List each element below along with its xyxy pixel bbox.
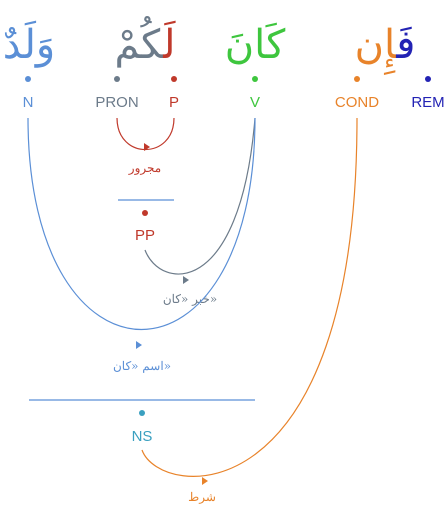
word-fain-prefix: فَ <box>395 22 415 68</box>
tag-pp: PP <box>135 227 155 244</box>
word-fain-suffix: إِن <box>355 22 397 76</box>
word-fain: فَإِن <box>355 22 416 76</box>
word-kana: كَانَ <box>225 22 287 68</box>
word-lakum-suffix: كُمْ <box>115 16 165 68</box>
arrowhead-khabar <box>183 276 189 284</box>
arrowhead-majrur <box>144 143 150 151</box>
node-dot-cond <box>354 76 360 82</box>
arc-khabar <box>144 117 256 275</box>
arc-ism <box>27 117 256 330</box>
relation-shart: شرط <box>188 490 216 504</box>
relation-majrur: مجرور <box>128 161 161 175</box>
tag-cond: COND <box>335 94 379 111</box>
tag-ns: NS <box>132 428 153 445</box>
tag-v: V <box>250 94 260 111</box>
arc-shart <box>141 117 358 477</box>
tag-n: N <box>23 94 34 111</box>
node-dot-pron <box>114 76 120 82</box>
tag-p: P <box>169 94 179 111</box>
tag-rem: REM <box>411 94 444 111</box>
node-dot-v <box>252 76 258 82</box>
arrowhead-shart <box>202 477 208 485</box>
node-dot-rem <box>425 76 431 82</box>
word-lakum: لَكُمْ <box>115 16 176 68</box>
tag-pron: PRON <box>95 94 138 111</box>
node-dot-ns <box>139 410 145 416</box>
arrowhead-ism <box>136 341 142 349</box>
relation-ism: اسم «كان» <box>113 359 171 373</box>
relation-khabar: خبر «كان» <box>163 292 217 306</box>
word-lakum-prefix: لَ <box>162 20 176 68</box>
word-walad: وَلَدٌ <box>3 20 56 68</box>
node-dot-pp <box>142 210 148 216</box>
node-dot-p <box>171 76 177 82</box>
node-dot-n <box>25 76 31 82</box>
